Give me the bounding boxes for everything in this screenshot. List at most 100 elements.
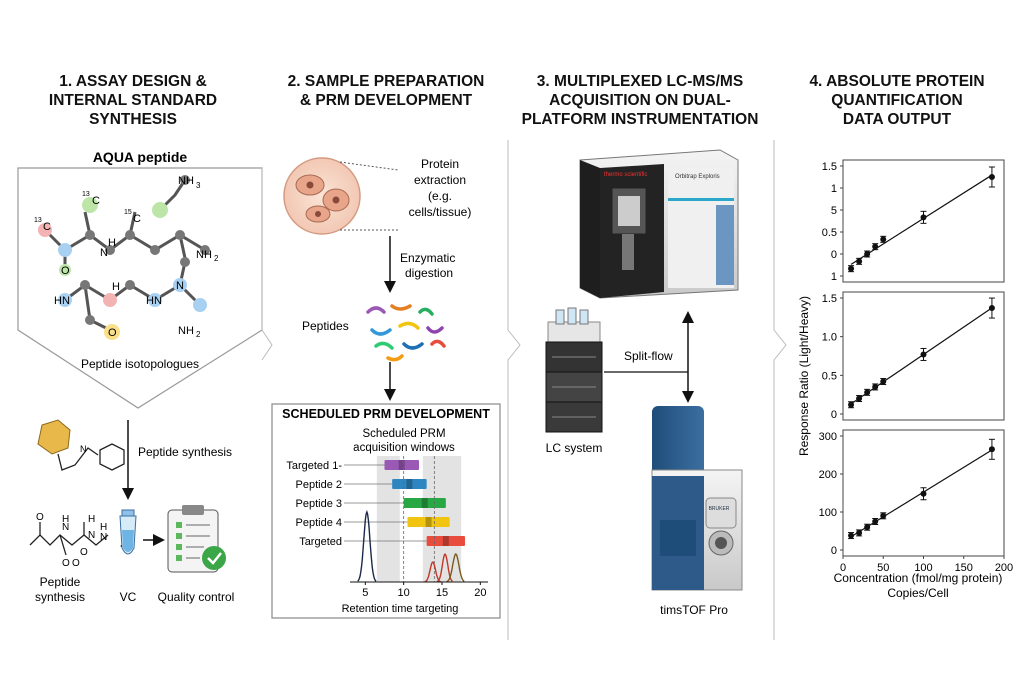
quant-x-tick-label: 200 — [995, 562, 1013, 574]
svg-text:NH: NH — [196, 249, 212, 261]
svg-text:H: H — [88, 514, 95, 525]
clipboard-check-icon — [167, 505, 226, 573]
svg-text:13: 13 — [82, 191, 90, 198]
svg-text:Protein: Protein — [421, 157, 459, 171]
quant-data-point — [988, 305, 995, 312]
quant-data-point — [872, 383, 879, 390]
svg-text:O: O — [108, 327, 117, 339]
quant-data-point — [848, 532, 855, 539]
quant-data-point — [856, 258, 863, 265]
quant-data-point — [988, 446, 995, 453]
atom-nh3: NH — [178, 175, 194, 187]
svg-text:N: N — [100, 532, 107, 543]
quant-data-point — [856, 529, 863, 536]
prm-window-center — [421, 498, 428, 508]
quant-y-tick-label: 100 — [819, 507, 837, 519]
svg-text:digestion: digestion — [405, 266, 453, 280]
quant-y-tick-label: 1 — [831, 271, 837, 283]
quant-y-tick-label: 1.5 — [822, 161, 837, 173]
panel1-title: 1. ASSAY DESIGN & INTERNAL STANDARD SYNT… — [48, 73, 218, 128]
svg-text:O: O — [36, 512, 44, 523]
peptide-fragments — [366, 304, 446, 362]
svg-text:Peptide: Peptide — [40, 575, 81, 589]
prm-row-label: Peptide 3 — [296, 498, 342, 510]
quant-x-tick-label: 100 — [914, 562, 932, 574]
atom-spheres — [38, 175, 210, 340]
svg-text:H: H — [62, 514, 69, 525]
svg-text:NH: NH — [178, 325, 194, 337]
prm-window-bar — [403, 498, 446, 508]
divider-3 — [773, 140, 787, 640]
chromatogram-peak — [446, 552, 465, 583]
quant-x-tick-label: 150 — [955, 562, 973, 574]
quant-data-point — [864, 251, 871, 257]
svg-text:H: H — [108, 237, 116, 249]
svg-text:N: N — [80, 444, 87, 454]
svg-text:C: C — [43, 221, 51, 233]
quant-y-tick-label: 0.5 — [822, 227, 837, 239]
svg-text:C: C — [92, 195, 100, 207]
svg-text:13: 13 — [34, 217, 42, 224]
chromatogram-peak — [357, 509, 377, 582]
svg-text:Scheduled PRM: Scheduled PRM — [362, 428, 445, 440]
timstof-instrument — [651, 406, 743, 591]
vc-label: VC — [120, 590, 137, 604]
svg-text:Enzymatic: Enzymatic — [400, 251, 455, 265]
isotopologues-label: Peptide isotopologues — [81, 357, 199, 371]
svg-text:cells/tissue): cells/tissue) — [409, 205, 472, 219]
extraction-label: Protein extraction (e.g. cells/tissue) — [409, 157, 472, 219]
panel2-title: 2. SAMPLE PREPARATION & PRM DEVELOPMENT — [287, 73, 485, 109]
quant-data-point — [920, 351, 927, 358]
prm-window-bar — [392, 479, 427, 489]
prm-row-label: Peptide 2 — [296, 479, 342, 491]
svg-text:N: N — [62, 522, 69, 533]
quant-y-tick-label: 1.5 — [822, 293, 837, 305]
svg-text:O: O — [61, 265, 70, 277]
prm-window-center — [406, 479, 413, 489]
svg-text:(e.g.: (e.g. — [428, 189, 452, 203]
x-axis-sublabel: Copies/Cell — [887, 586, 948, 600]
quant-data-point — [920, 214, 927, 221]
svg-text:H: H — [112, 281, 120, 293]
quant-data-point — [848, 401, 855, 408]
orbitrap-instrument — [579, 149, 739, 299]
lc-system-label: LC system — [546, 441, 603, 455]
orbitrap-brand: thermo scientific — [604, 172, 647, 178]
vial-icon — [119, 509, 137, 555]
quant-data-point — [920, 490, 927, 497]
orbitrap-model: Orbitrap Exploris — [675, 174, 720, 180]
cell-dish-icon — [283, 157, 361, 235]
x-axis-label: Concentration (fmol/mg protein) — [834, 571, 1003, 585]
svg-text:2: 2 — [196, 330, 201, 339]
quant-x-tick-label: 50 — [877, 562, 889, 574]
svg-text:O: O — [72, 558, 80, 569]
quant-y-tick-label: 300 — [819, 431, 837, 443]
quant-data-point — [880, 512, 887, 519]
prm-x-tick-label: 10 — [398, 587, 410, 599]
prm-row-label: Targeted 1- — [286, 460, 342, 472]
svg-text:extraction: extraction — [414, 173, 466, 187]
svg-text:3: 3 — [196, 181, 201, 190]
lc-system-instrument — [545, 307, 603, 433]
prm-row-label: Peptide 4 — [296, 517, 342, 529]
svg-text:acquisition windows: acquisition windows — [353, 442, 455, 454]
quant-data-point — [856, 395, 863, 402]
aqua-title: AQUA peptide — [93, 149, 188, 165]
quant-y-tick-label: 5 — [831, 205, 837, 217]
quality-control-label: Quality control — [158, 590, 235, 604]
timstof-label: timsTOF Pro — [660, 603, 728, 617]
peptides-label: Peptides — [302, 319, 349, 333]
prm-window-center — [425, 517, 432, 527]
quant-data-point — [864, 389, 871, 396]
quant-data-point — [872, 518, 879, 525]
svg-text:2: 2 — [214, 254, 219, 263]
quant-data-point — [848, 265, 855, 272]
svg-text:O: O — [80, 547, 88, 558]
prm-window-bg-1 — [376, 456, 400, 582]
svg-text:HN: HN — [146, 295, 162, 307]
prm-window-center — [398, 460, 405, 470]
prm-box-title: SCHEDULED PRM DEVELOPMENT — [282, 407, 490, 421]
quant-y-tick-label: 0 — [831, 249, 837, 261]
prm-window-center — [442, 536, 449, 546]
